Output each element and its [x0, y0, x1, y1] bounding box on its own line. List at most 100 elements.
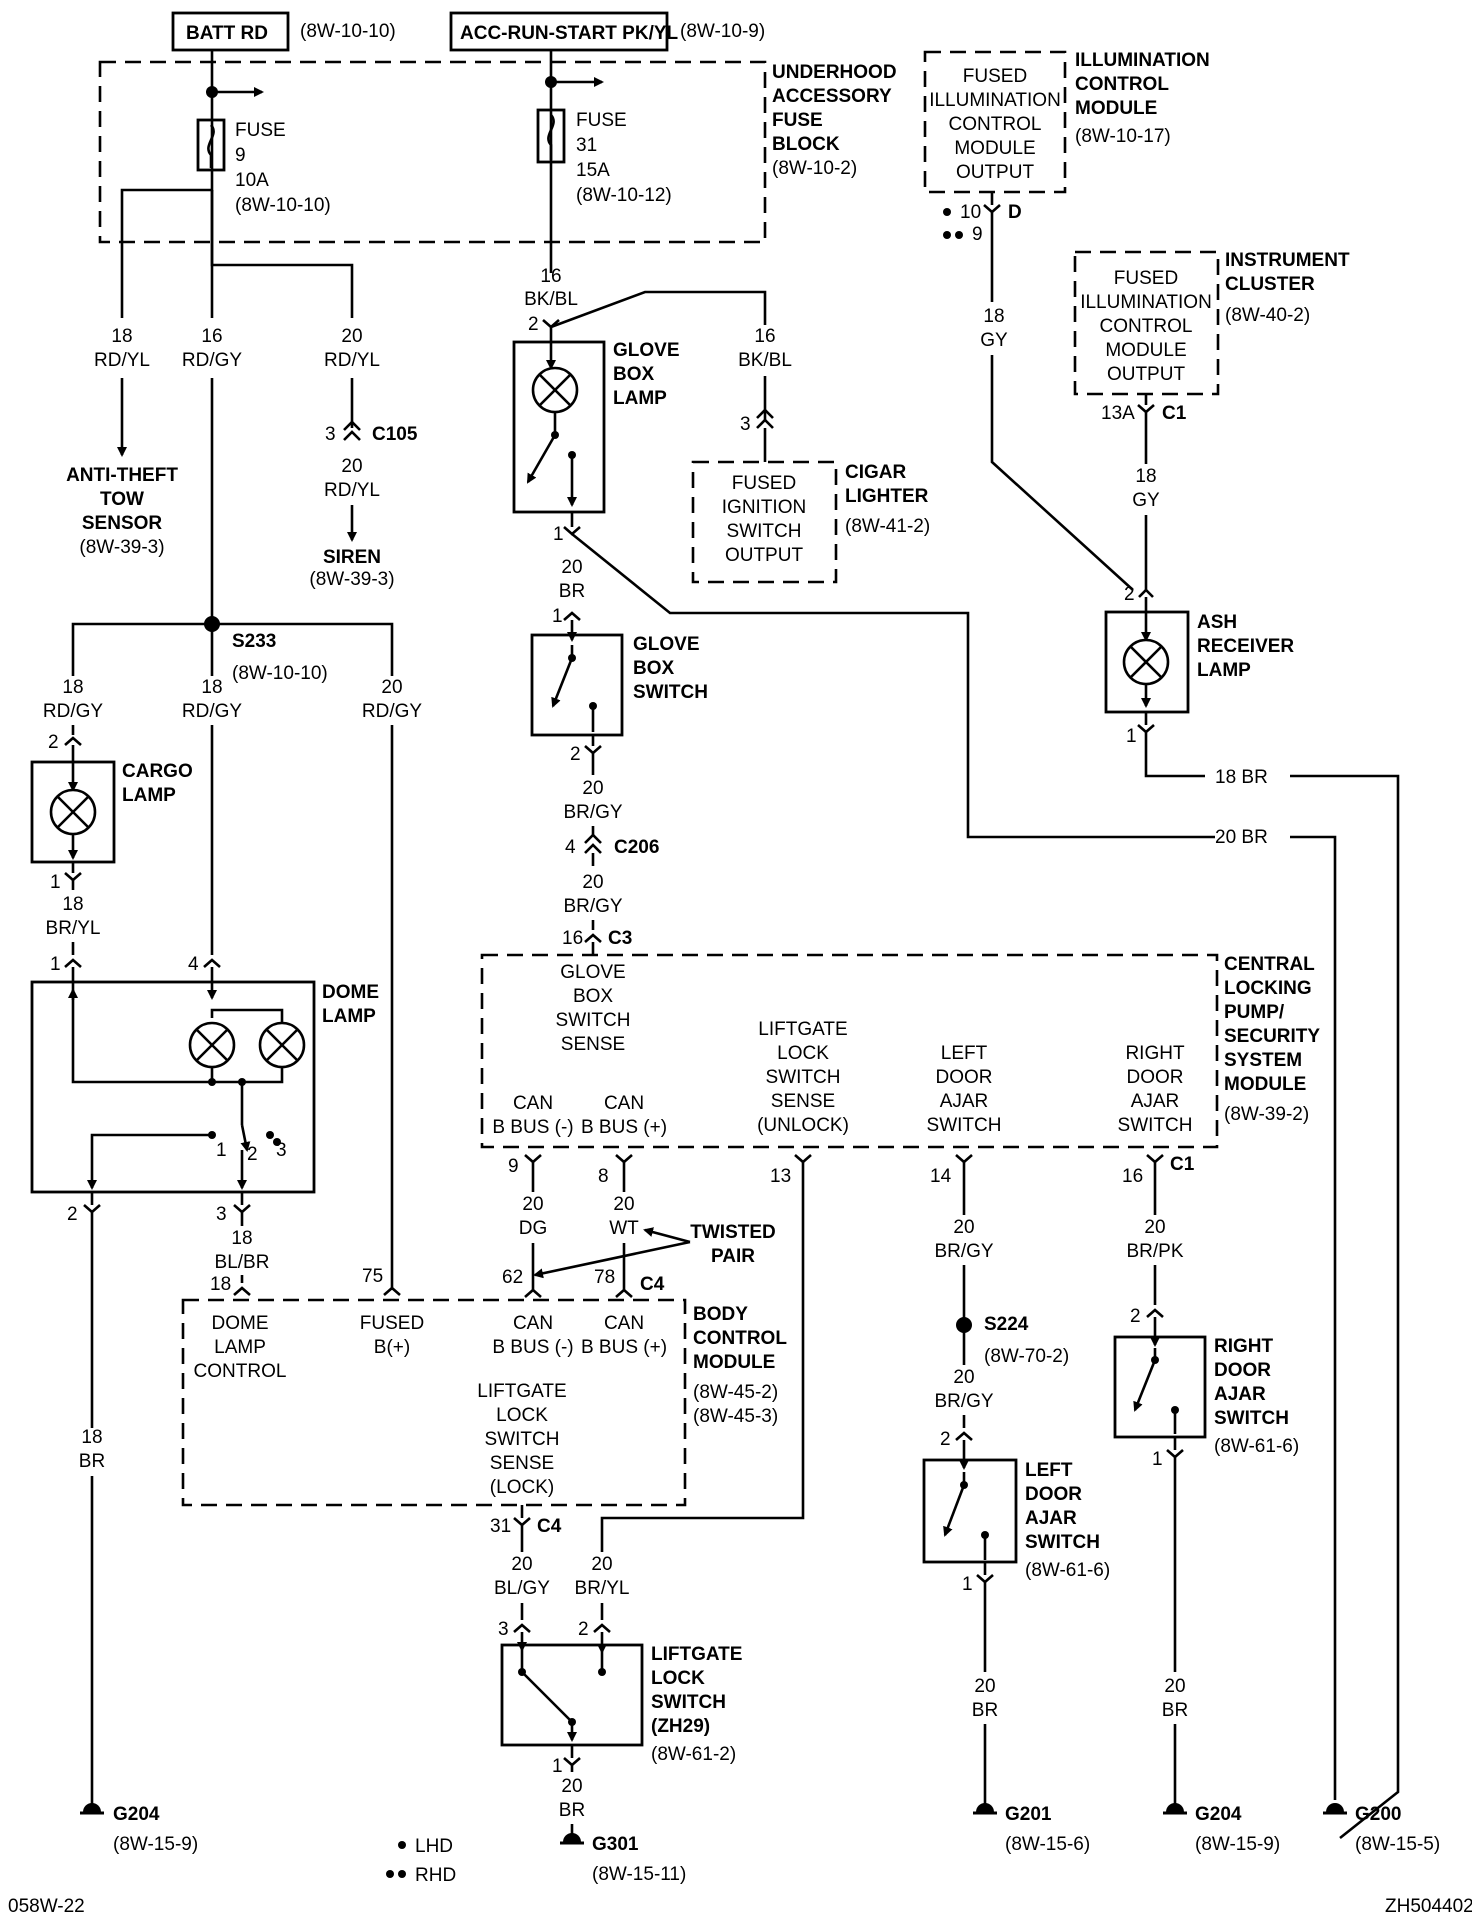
- svg-text:SWITCH: SWITCH: [1118, 1115, 1193, 1136]
- svg-text:CONTROL: CONTROL: [693, 1328, 787, 1349]
- glove-box-switch: [530, 633, 624, 737]
- svg-text:(8W-40-2): (8W-40-2): [1225, 305, 1310, 326]
- svg-text:RD/GY: RD/GY: [362, 701, 423, 722]
- right-door-ajar-switch: [1113, 1335, 1207, 1439]
- svg-text:ILLUMINATION: ILLUMINATION: [1075, 50, 1210, 71]
- svg-text:BR/YL: BR/YL: [575, 1578, 630, 1599]
- wire-20-br-g204r: 20 BR: [1162, 1676, 1188, 1721]
- svg-text:16: 16: [754, 326, 775, 347]
- svg-text:(8W-39-3): (8W-39-3): [309, 569, 394, 590]
- svg-text:20: 20: [582, 872, 603, 893]
- svg-text:18: 18: [62, 677, 83, 698]
- svg-text:(8W-10-12): (8W-10-12): [576, 185, 672, 206]
- svg-text:1: 1: [1126, 726, 1137, 747]
- svg-text:FUSE: FUSE: [235, 120, 286, 141]
- svg-text:BK/BL: BK/BL: [738, 350, 792, 371]
- svg-text:(8W-15-11): (8W-15-11): [592, 1864, 686, 1885]
- svg-text:G200: G200: [1355, 1804, 1401, 1825]
- acc-run-ref: (8W-10-9): [680, 21, 765, 42]
- wire-16-bkbl: 16 BK/BL: [524, 266, 578, 310]
- svg-text:CAN: CAN: [604, 1313, 644, 1334]
- svg-text:BOX: BOX: [573, 986, 613, 1007]
- wire-20-rdyl-b: 20 RD/YL: [324, 456, 380, 501]
- cigar-lighter-box-text: FUSED IGNITION SWITCH OUTPUT: [722, 473, 806, 566]
- svg-text:OUTPUT: OUTPUT: [1107, 364, 1186, 385]
- svg-text:(8W-10-10): (8W-10-10): [235, 195, 331, 216]
- svg-text:2: 2: [48, 732, 59, 753]
- bcm-fused-b: FUSED B(+): [360, 1313, 424, 1358]
- svg-text:2: 2: [570, 744, 581, 765]
- ground-g204-left: G204 (8W-15-9): [113, 1804, 198, 1855]
- svg-text:C4: C4: [537, 1516, 562, 1537]
- svg-text:PUMP/: PUMP/: [1224, 1002, 1285, 1023]
- svg-text:13A: 13A: [1101, 403, 1135, 424]
- svg-text:D: D: [1008, 202, 1022, 223]
- wire-18-gy-a: 18 GY: [980, 306, 1008, 351]
- underhood-title: UNDERHOOD ACCESSORY FUSE BLOCK (8W-10-2): [772, 62, 897, 179]
- svg-text:16: 16: [201, 326, 222, 347]
- svg-text:9: 9: [235, 145, 246, 166]
- central-locking-module: [480, 953, 1219, 1149]
- svg-text:C105: C105: [372, 424, 418, 445]
- svg-text:FUSED: FUSED: [963, 66, 1027, 87]
- cigar-lighter-title: CIGAR LIGHTER (8W-41-2): [845, 462, 930, 537]
- svg-text:LIFTGATE: LIFTGATE: [758, 1019, 847, 1040]
- svg-text:MODULE: MODULE: [954, 138, 1035, 159]
- svg-text:DOOR: DOOR: [1127, 1067, 1184, 1088]
- svg-text:(ZH29): (ZH29): [651, 1716, 710, 1737]
- svg-text:SYSTEM: SYSTEM: [1224, 1050, 1302, 1071]
- batt-rd-label: BATT RD: [186, 23, 268, 44]
- svg-text:CONTROL: CONTROL: [1100, 316, 1193, 337]
- svg-text:C1: C1: [1170, 1154, 1195, 1175]
- svg-text:FUSED: FUSED: [360, 1313, 424, 1334]
- svg-text:31: 31: [576, 135, 597, 156]
- cigar-lighter-box: [691, 460, 838, 584]
- ground-g200: G200 (8W-15-5): [1355, 1804, 1440, 1855]
- svg-text:1: 1: [50, 872, 61, 893]
- svg-text:TWISTED: TWISTED: [690, 1222, 776, 1243]
- illumination-module-box-text: FUSED ILLUMINATION CONTROL MODULE OUTPUT: [929, 66, 1061, 183]
- svg-text:BOX: BOX: [613, 364, 655, 385]
- svg-text:(8W-10-17): (8W-10-17): [1075, 126, 1171, 147]
- clpm-can-plus: CAN B BUS (+): [581, 1093, 667, 1138]
- clpm-left-door: LEFT DOOR AJAR SWITCH: [927, 1043, 1002, 1136]
- svg-text:BK/BL: BK/BL: [524, 289, 578, 310]
- svg-text:20: 20: [1144, 1217, 1165, 1238]
- svg-text:UNDERHOOD: UNDERHOOD: [772, 62, 897, 83]
- svg-text:DOME: DOME: [212, 1313, 269, 1334]
- svg-text:(8W-70-2): (8W-70-2): [984, 1346, 1069, 1367]
- svg-text:WT: WT: [609, 1218, 639, 1239]
- svg-text:MODULE: MODULE: [1224, 1074, 1306, 1095]
- wire-18-br-left: 18 BR: [79, 1427, 105, 1472]
- svg-text:LAMP: LAMP: [214, 1337, 266, 1358]
- fuse-31-label: FUSE 31 15A (8W-10-12): [576, 110, 672, 206]
- svg-text:18: 18: [1135, 466, 1156, 487]
- svg-text:3: 3: [740, 414, 751, 435]
- wire-20-brpk: 20 BR/PK: [1126, 1217, 1183, 1262]
- dome-lamp: [30, 980, 316, 1194]
- wire-18-rdgy-a: 18 RD/GY: [43, 677, 104, 722]
- svg-text:(8W-61-6): (8W-61-6): [1025, 1560, 1110, 1581]
- svg-text:B BUS (-): B BUS (-): [492, 1337, 573, 1358]
- svg-text:4: 4: [565, 837, 576, 858]
- fuse-9-label: FUSE 9 10A (8W-10-10): [235, 120, 331, 216]
- svg-text:(UNLOCK): (UNLOCK): [757, 1115, 849, 1136]
- svg-text:SWITCH: SWITCH: [927, 1115, 1002, 1136]
- svg-text:LOCK: LOCK: [496, 1405, 548, 1426]
- svg-text:LOCKING: LOCKING: [1224, 978, 1312, 999]
- svg-text:1: 1: [552, 606, 563, 627]
- svg-text:RECEIVER: RECEIVER: [1197, 636, 1294, 657]
- batt-rd-ref: (8W-10-10): [300, 21, 396, 42]
- svg-text:20: 20: [511, 1554, 532, 1575]
- svg-text:BL/GY: BL/GY: [494, 1578, 550, 1599]
- svg-text:ANTI-THEFT: ANTI-THEFT: [66, 465, 178, 486]
- svg-text:OUTPUT: OUTPUT: [956, 162, 1035, 183]
- svg-text:BR: BR: [559, 1800, 585, 1821]
- wire-20-brgy-a: 20 BR/GY: [563, 778, 622, 823]
- svg-text:SWITCH: SWITCH: [651, 1692, 726, 1713]
- svg-text:CONTROL: CONTROL: [1075, 74, 1169, 95]
- ash-receiver-title: ASH RECEIVER LAMP: [1197, 612, 1294, 681]
- ground-g201: G201 (8W-15-6): [1005, 1804, 1090, 1855]
- svg-text:(8W-61-6): (8W-61-6): [1214, 1436, 1299, 1457]
- svg-text:LIGHTER: LIGHTER: [845, 486, 929, 507]
